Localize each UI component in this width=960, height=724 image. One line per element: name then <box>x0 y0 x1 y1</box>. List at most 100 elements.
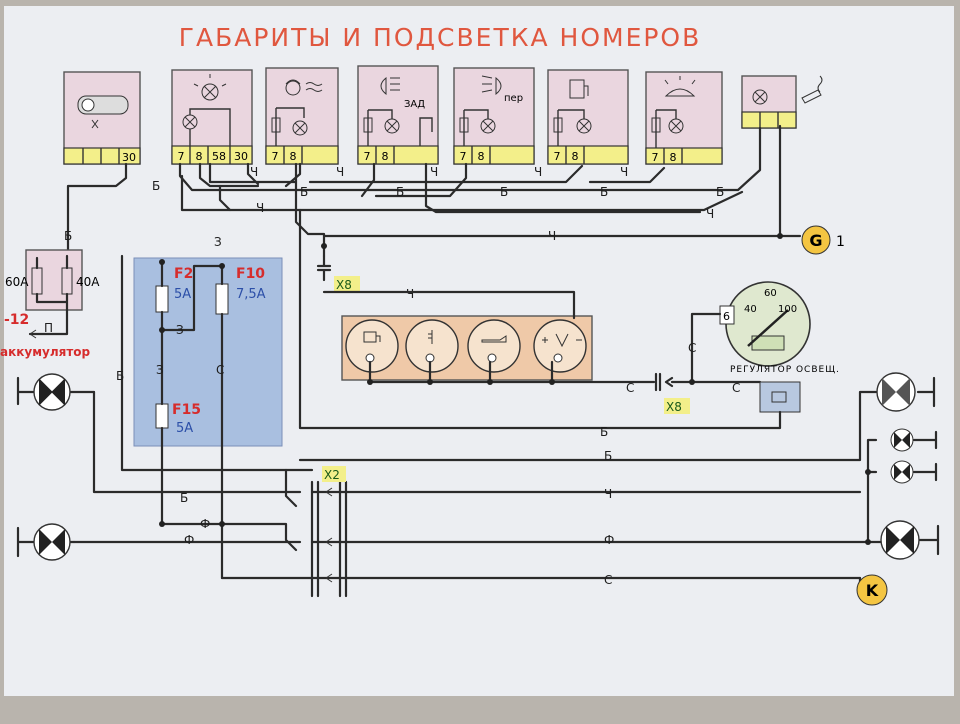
wire-label-b: Б <box>64 229 72 243</box>
switch-block-front-fog: 7 8 пер <box>453 67 535 165</box>
connector-x8-mid: X8 С С <box>626 372 762 414</box>
fuel-pump-switch-pin-8: 8 <box>572 150 579 163</box>
wire-label-b: Б <box>116 369 124 383</box>
tacho-scale-60: 60 <box>764 288 777 299</box>
wire-label-z: З <box>214 235 222 249</box>
voltmeter-icon <box>542 333 582 348</box>
battery-fuse-40a: 40А <box>76 275 100 289</box>
fuel-pump-icon <box>553 79 592 146</box>
rear-fog-icon <box>363 76 433 146</box>
switch-block-lamp: 7 8 58 30 <box>171 69 253 165</box>
ground-g-label: G <box>809 231 822 250</box>
fuse-f15-name: F15 <box>172 402 201 418</box>
fan-icon <box>271 79 323 146</box>
wire-label-f: Ф <box>604 533 614 547</box>
rear-fog-switch-pin-7: 7 <box>364 150 371 163</box>
wire-label-b: Б <box>152 179 160 193</box>
oil-pressure-gauge <box>467 319 521 373</box>
heated-window-switch-pin-7: 7 <box>652 151 659 164</box>
lamp-switch-pin-7: 7 <box>178 150 185 163</box>
wire-label-b: Б <box>600 425 608 439</box>
connector-x2-label: X2 <box>324 468 340 482</box>
connector-x8-mid-label: X8 <box>666 400 682 414</box>
tachometer: 40 60 100 6 С <box>688 281 811 384</box>
fuse-f10-name: F10 <box>236 266 265 282</box>
fan-switch-pin-7: 7 <box>272 150 279 163</box>
wire-label-b: Б <box>300 185 308 199</box>
wire-label-s: С <box>216 363 224 377</box>
rear-right-lamp <box>880 520 940 560</box>
cigarette-lighter-icon <box>752 75 823 105</box>
tacho-pin-6: 6 <box>723 310 730 323</box>
rear-fog-note: ЗАД <box>404 99 425 110</box>
fuel-pump-switch-pin-7: 7 <box>554 150 561 163</box>
wire-label-s: С <box>604 573 612 587</box>
temperature-gauge-icon <box>428 330 433 344</box>
wire-label-ch: Ч <box>336 165 344 179</box>
front-left-lamp <box>16 373 96 411</box>
front-fog-note: пер <box>504 93 523 104</box>
voltmeter <box>533 319 587 373</box>
wire-labels: Б Б Ч Ч Ч Ч Ч Б Б Б Б Б Ч Ч Ч З Ч <box>64 165 724 301</box>
battery-fuse-block: 60А 40А П -12 аккумулятор <box>0 249 100 359</box>
wire-label-b: Б <box>716 185 724 199</box>
switch-block-rear-fog: 7 8 ЗАД <box>357 65 439 165</box>
wire-label-s: С <box>626 381 634 395</box>
switch-block-heated-window: 7 8 <box>645 71 723 165</box>
connector-x8-top-label: X8 <box>336 278 352 292</box>
wire-label-ch: Ч <box>256 201 264 215</box>
wire-label-ch: Ч <box>706 207 714 221</box>
plate-lamp-lower <box>890 460 938 484</box>
regulator-label: РЕГУЛЯТОР ОСВЕЩ. <box>730 365 840 375</box>
wire-label-b: Б <box>396 185 404 199</box>
wire-label-z: З <box>156 363 164 377</box>
fuel-gauge-icon <box>363 331 381 343</box>
lamp-switch-pin-30: 30 <box>234 150 248 163</box>
plate-lamp-upper <box>890 428 938 452</box>
fuse-panel: F2 5А F10 7,5А F15 5А З З С <box>133 257 283 580</box>
junction-dots <box>159 233 871 545</box>
front-fog-switch-pin-8: 8 <box>478 150 485 163</box>
front-fog-switch-pin-7: 7 <box>460 150 467 163</box>
ground-k: K <box>856 574 888 606</box>
tacho-scale-40: 40 <box>744 304 757 315</box>
fuel-gauge <box>345 319 399 373</box>
fuse-f2-name: F2 <box>174 266 193 282</box>
fuse-f2-rating: 5А <box>174 287 191 302</box>
wire-label-f: Ф <box>200 517 210 531</box>
wire-label-s: С <box>732 381 740 395</box>
gauge-panel <box>322 290 656 384</box>
wire-label-b: Б <box>600 185 608 199</box>
wire-label-ch: Ч <box>406 287 414 301</box>
wire-label-ch: Ч <box>604 487 612 501</box>
wire-label-b: Б <box>604 449 612 463</box>
lighter-block <box>741 75 823 129</box>
connector-x8-top: X8 <box>316 254 360 292</box>
switch-block-fuel-pump: 7 8 <box>547 69 629 165</box>
wire-label-b: Б <box>180 491 188 505</box>
temperature-gauge <box>405 319 459 373</box>
lamp-switch-pin-8: 8 <box>196 150 203 163</box>
connector-x2: X2 <box>310 466 348 598</box>
wire-label-f: Ф <box>184 533 194 547</box>
switch-block-light: 30 <box>63 71 141 165</box>
wire-label-s: С <box>688 341 696 355</box>
wire-label-z: З <box>176 323 184 337</box>
battery-voltage-label: -12 <box>4 312 29 328</box>
battery-fuse-60a: 60А <box>5 275 29 289</box>
tacho-scale-100: 100 <box>778 304 797 315</box>
heated-window-icon <box>651 76 696 148</box>
light-switch-icon <box>77 95 129 129</box>
light-regulator: РЕГУЛЯТОР ОСВЕЩ. Б <box>298 208 840 439</box>
lamp-switch-pin-58: 58 <box>212 150 226 163</box>
front-right-lamp <box>876 372 936 412</box>
switch-block-fan: 7 8 <box>265 67 339 165</box>
fuse-f10-rating: 7,5А <box>236 287 266 302</box>
front-fog-icon <box>459 75 502 146</box>
fan-switch-pin-8: 8 <box>290 150 297 163</box>
diagram-title: ГАБАРИТЫ И ПОДСВЕТКА НОМЕРОВ <box>179 23 702 52</box>
wire-label-ch: Ч <box>250 165 258 179</box>
wire-label-ch: Ч <box>620 165 628 179</box>
